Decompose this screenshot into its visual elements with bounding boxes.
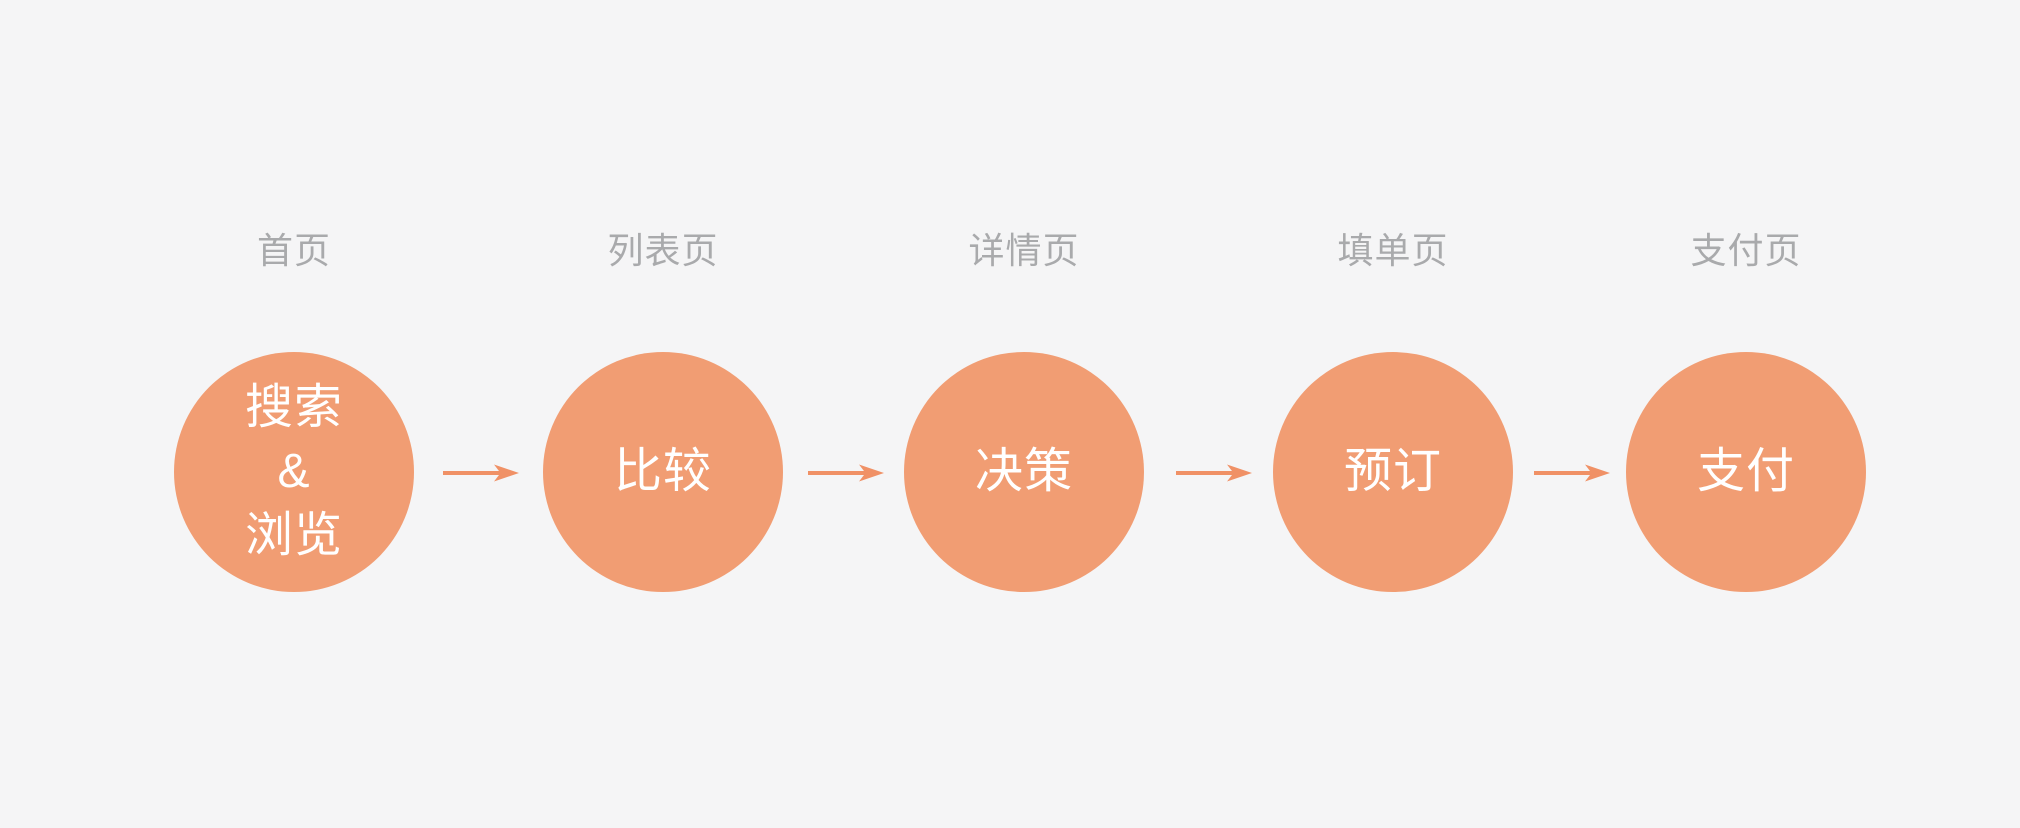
stage-label: 比较 [613,445,712,498]
arrow-right-icon [808,464,884,482]
stage-circle-compare: 比较 [543,352,783,592]
arrow-right-icon [1176,464,1252,482]
stage-circle-book: 预订 [1273,352,1513,592]
page-label-detail: 详情页 [968,230,1080,271]
stage-label: 搜索 & 浏览 [244,381,343,562]
stage-label: 决策 [974,445,1073,498]
arrow-right-icon [443,464,519,482]
page-label-order-form: 填单页 [1337,230,1449,271]
stage-circle-search-browse: 搜索 & 浏览 [174,352,414,592]
page-label-payment: 支付页 [1690,230,1802,271]
stage-circle-decide: 决策 [904,352,1144,592]
arrow-right-icon [1534,464,1610,482]
stage-label: 预订 [1343,445,1442,498]
stage-circle-pay: 支付 [1626,352,1866,592]
stage-label: 支付 [1696,445,1795,498]
page-label-home: 首页 [256,230,332,271]
page-label-list: 列表页 [607,230,719,271]
